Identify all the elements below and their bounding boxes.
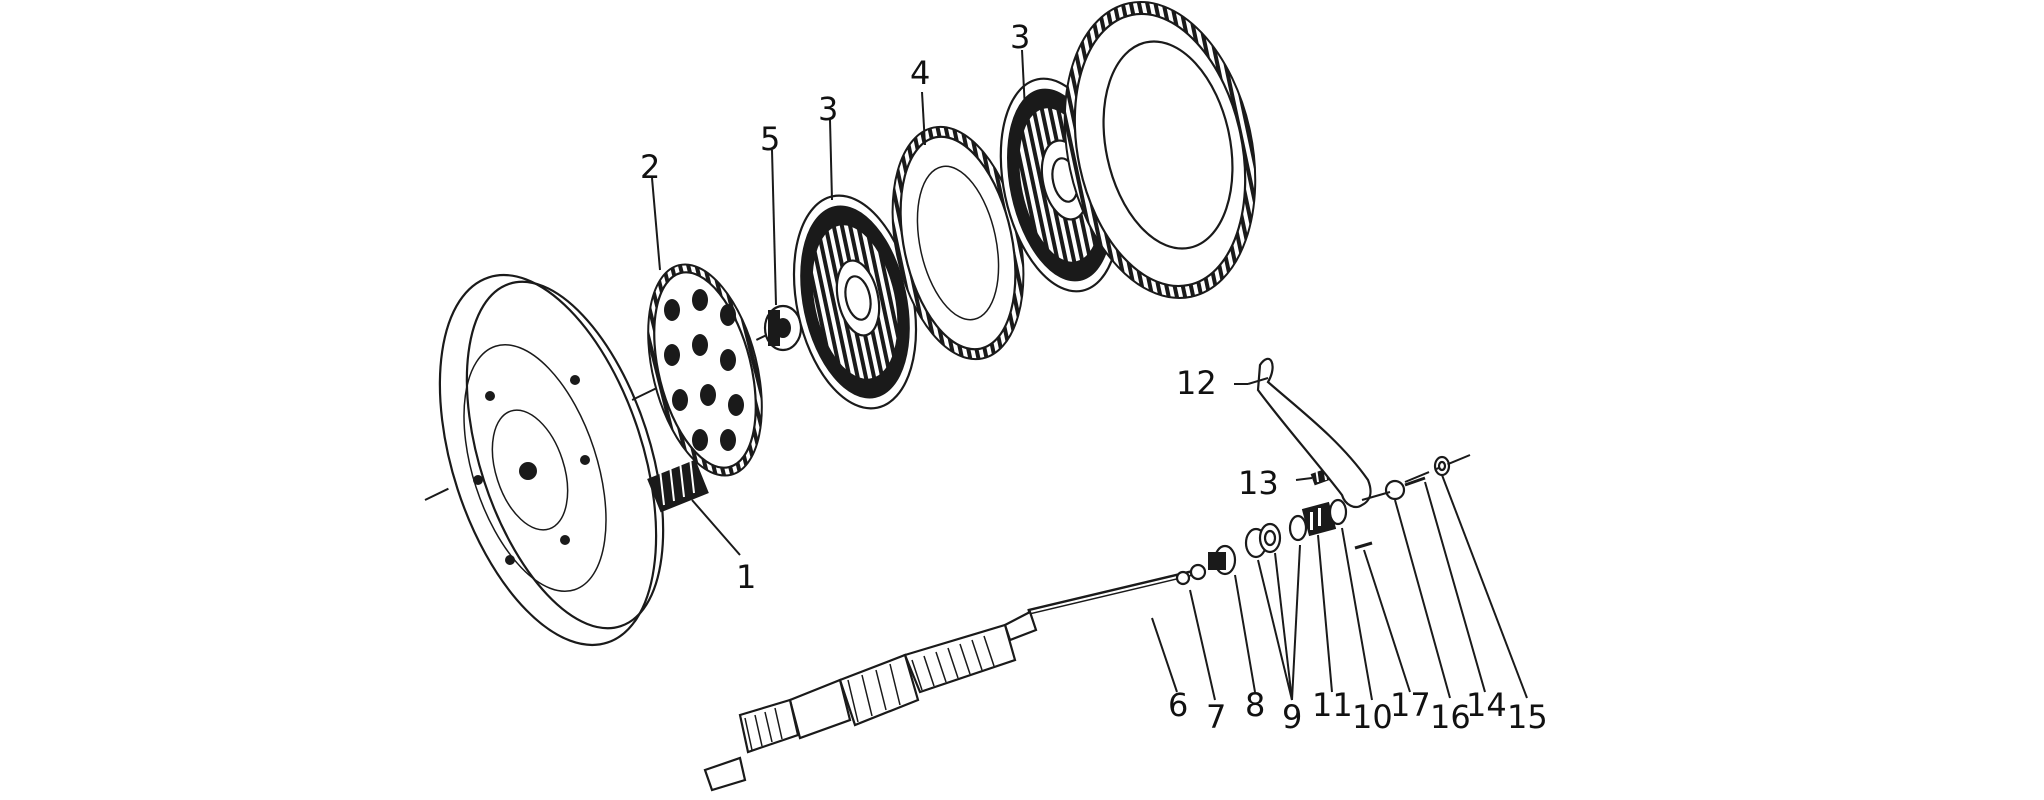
spring-part-1 [647, 457, 709, 513]
label-14: 14 [1466, 686, 1507, 724]
label-15: 15 [1507, 698, 1548, 736]
friction-disc-part-3a [792, 194, 918, 410]
label-7: 7 [1206, 698, 1226, 736]
leader-3a [829, 119, 833, 201]
leader-4 [921, 91, 926, 146]
label-9: 9 [1282, 698, 1302, 736]
label-2: 2 [640, 148, 660, 186]
ring-gear [1063, 1, 1257, 299]
label-3b: 3 [1010, 18, 1030, 56]
label-16: 16 [1430, 698, 1471, 736]
label-17: 17 [1390, 686, 1431, 724]
label-4: 4 [910, 54, 930, 92]
label-13: 13 [1238, 464, 1279, 502]
label-1: 1 [736, 558, 756, 596]
label-6: 6 [1168, 686, 1188, 724]
leader-1 [691, 499, 741, 556]
leader-5 [771, 149, 777, 306]
label-3a: 3 [818, 90, 838, 128]
label-8: 8 [1245, 686, 1265, 724]
label-5: 5 [760, 120, 780, 158]
lever-axis [1404, 454, 1471, 483]
label-10: 10 [1352, 698, 1393, 736]
main-shaft [703, 570, 1193, 792]
sprocket-plate-part-2 [647, 263, 763, 477]
leader-lines [1151, 377, 1528, 701]
label-12: 12 [1176, 364, 1217, 402]
leader-2 [651, 177, 661, 271]
release-lever-part-12 [1256, 357, 1451, 509]
leader-3b [1021, 49, 1026, 111]
steel-disc-part-4 [891, 125, 1025, 361]
hub-part-5 [763, 304, 803, 352]
label-11: 11 [1312, 686, 1353, 724]
clutch-housing [438, 273, 665, 647]
